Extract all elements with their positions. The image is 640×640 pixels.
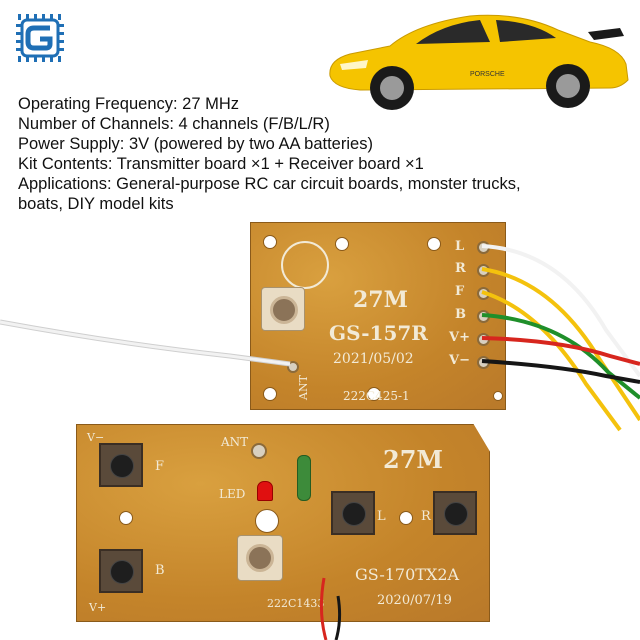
mount-hole: [399, 511, 413, 525]
red-led: [257, 481, 273, 501]
brand-logo-icon: [16, 14, 64, 62]
solder-pad: [477, 356, 490, 369]
tx-led-label: LED: [219, 487, 246, 501]
rx-frequency: 27M: [353, 287, 408, 313]
tx-frequency: 27M: [383, 445, 443, 474]
pin-label: R: [455, 261, 466, 276]
tx-vminus-label: V−: [87, 431, 105, 444]
tx-button-label: F: [155, 459, 165, 474]
tx-date: 2020/07/19: [377, 593, 452, 608]
antenna-wire: [0, 320, 291, 366]
antenna-pad: [251, 443, 267, 459]
receiver-board: 27M GS-157R 2021/05/02 222C425-1 ANT L R…: [250, 222, 506, 410]
rx-ant-label: ANT: [296, 375, 310, 400]
rx-code: 222C425-1: [343, 389, 410, 403]
car-badge: PORSCHE: [470, 71, 505, 78]
mount-hole: [427, 237, 441, 251]
tx-vplus-label: V+: [89, 601, 107, 614]
spec-line: Number of Channels: 4 channels (F/B/L/R): [18, 115, 330, 133]
spec-line: boats, DIY model kits: [18, 195, 174, 213]
inductor: [297, 455, 311, 501]
tx-button-label: L: [377, 509, 386, 524]
tx-model: GS-170TX2A: [355, 565, 460, 584]
mount-hole: [255, 509, 279, 533]
tx-ant-label: ANT: [221, 435, 249, 449]
solder-pad: [477, 264, 490, 277]
pin-label: B: [455, 307, 466, 322]
spec-line: Kit Contents: Transmitter board ×1 + Rec…: [18, 155, 424, 173]
solder-pad: [477, 333, 490, 346]
solder-pad: [477, 310, 490, 323]
trimmer-coil: [237, 535, 283, 581]
pin-label: V−: [449, 353, 470, 368]
antenna-wire: [0, 319, 291, 367]
solder-pad: [477, 287, 490, 300]
right-button: [433, 491, 477, 535]
trimmer-coil: [261, 287, 305, 331]
mount-hole: [493, 391, 503, 401]
mount-hole: [119, 511, 133, 525]
solder-pad: [477, 241, 490, 254]
mount-hole: [335, 237, 349, 251]
coil-outline: [281, 241, 329, 289]
mount-hole: [263, 387, 277, 401]
rx-model: GS-157R: [329, 321, 428, 345]
tx-button-label: B: [155, 563, 165, 578]
spec-list: Operating Frequency: 27 MHz Number of Ch…: [18, 94, 618, 214]
mount-hole: [263, 235, 277, 249]
transmitter-board: V− V+ F B L R ANT LED 27M GS-170TX2A 202…: [76, 424, 490, 622]
mount-hole: [367, 387, 381, 401]
tx-button-label: R: [421, 509, 431, 524]
pin-label: F: [455, 284, 465, 299]
car-image: PORSCHE: [329, 14, 629, 110]
spec-line: Applications: General-purpose RC car cir…: [18, 175, 521, 193]
pin-label: V+: [449, 330, 470, 345]
forward-button: [99, 443, 143, 487]
spec-line: Operating Frequency: 27 MHz: [18, 95, 240, 113]
left-button: [331, 491, 375, 535]
backward-button: [99, 549, 143, 593]
tx-code: 222C1433: [267, 597, 325, 610]
spec-line: Power Supply: 3V (powered by two AA batt…: [18, 135, 373, 153]
antenna-pad: [287, 361, 299, 373]
rx-date: 2021/05/02: [333, 351, 414, 367]
pin-label: L: [455, 239, 465, 254]
